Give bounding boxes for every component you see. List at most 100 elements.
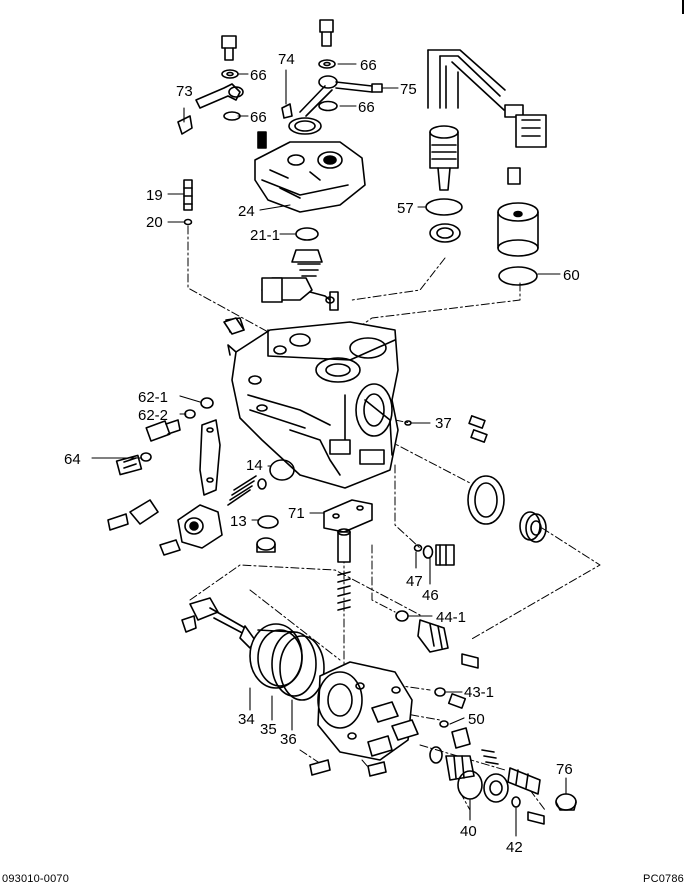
washer-47 xyxy=(413,544,423,552)
oring-21-1 xyxy=(295,227,319,241)
governor-cover-24 xyxy=(254,141,366,213)
oring-46 xyxy=(422,545,434,559)
washer-left-bottom xyxy=(429,746,443,764)
footer-page-code: PC0786 xyxy=(643,873,684,885)
washer-13 xyxy=(257,515,279,529)
cap-76 xyxy=(555,793,577,811)
callout-42: 42 xyxy=(506,839,523,856)
bolt-bottom-left xyxy=(309,759,331,776)
plug-bottom-left xyxy=(256,537,276,553)
oring-62-1 xyxy=(200,397,214,409)
callout-19: 19 xyxy=(146,187,163,204)
plate-71 xyxy=(323,499,373,533)
bolt-valve-44 xyxy=(461,653,479,669)
fitting-62 xyxy=(145,419,181,442)
lever-left xyxy=(107,499,159,531)
ring-20 xyxy=(183,218,193,226)
sensor-64 xyxy=(115,454,143,476)
spring-plunger xyxy=(337,571,351,611)
callout-44-1: 44-1 xyxy=(436,609,466,626)
bolt-bottom-mid xyxy=(367,761,387,777)
cylinder-60 xyxy=(497,167,539,257)
callout-13: 13 xyxy=(230,513,247,530)
oring-57 xyxy=(425,198,463,216)
washer-66b xyxy=(318,59,336,69)
bracket-left xyxy=(199,419,221,496)
washer-solenoid xyxy=(429,223,461,243)
bolt-top-left xyxy=(221,35,237,61)
gear-34 xyxy=(249,623,303,689)
washer-66d xyxy=(318,100,338,112)
pump-housing xyxy=(225,317,399,489)
pin-19 xyxy=(183,179,193,211)
small-ring-37 xyxy=(404,420,412,426)
ring-35 xyxy=(271,631,317,697)
callout-60: 60 xyxy=(563,267,580,284)
fitting-right xyxy=(507,767,541,795)
fitting-50 xyxy=(451,727,471,749)
nut-40 xyxy=(483,773,509,803)
callout-73: 73 xyxy=(176,83,193,100)
callout-43-1: 43-1 xyxy=(464,684,494,701)
leader-lines xyxy=(91,63,567,837)
clip-73 xyxy=(177,115,193,135)
callout-50: 50 xyxy=(468,711,485,728)
callout-76: 76 xyxy=(556,761,573,778)
spring-13 xyxy=(227,475,267,506)
bolt-small-center xyxy=(329,291,339,311)
callout-64: 64 xyxy=(64,451,81,468)
keys-right xyxy=(468,415,488,443)
valve-40-assy xyxy=(445,755,475,781)
callout-34: 34 xyxy=(238,711,255,728)
oring-14 xyxy=(269,459,295,481)
callout-20: 20 xyxy=(146,214,163,231)
ring-36 xyxy=(279,635,325,701)
seal-ring-top xyxy=(288,117,322,135)
callout-74: 74 xyxy=(278,51,295,68)
callout-57: 57 xyxy=(397,200,414,217)
callout-66b: 66 xyxy=(360,57,377,74)
screw-bottom-right xyxy=(527,811,545,825)
callout-37: 37 xyxy=(435,415,452,432)
footer-drawing-code: 093010-0070 xyxy=(2,873,70,885)
gasket-large-right xyxy=(467,475,505,525)
callout-35: 35 xyxy=(260,721,277,738)
callout-40: 40 xyxy=(460,823,477,840)
fitting-43 xyxy=(447,693,467,709)
distributor-head xyxy=(317,661,419,761)
oring-43-1 xyxy=(434,687,446,697)
oring-64 xyxy=(140,452,152,462)
callout-75: 75 xyxy=(400,81,417,98)
callout-66a: 66 xyxy=(250,67,267,84)
callout-47: 47 xyxy=(406,573,423,590)
oring-44-1 xyxy=(395,610,409,622)
callout-46: 46 xyxy=(422,587,439,604)
spring-right-small xyxy=(481,749,499,765)
washer-66a xyxy=(221,69,239,79)
plunger-pin xyxy=(337,528,351,563)
valve-46 xyxy=(435,544,455,566)
drive-shaft xyxy=(181,597,256,649)
ring-50 xyxy=(439,720,449,728)
assembly-guide-lines xyxy=(187,225,601,811)
oring-40 xyxy=(457,770,483,800)
clip-74 xyxy=(281,103,293,119)
callout-66d: 66 xyxy=(358,99,375,116)
small-bolt-cover xyxy=(257,131,267,149)
valve-44 xyxy=(417,619,449,653)
callout-21-1: 21-1 xyxy=(250,227,280,244)
bolt-top-mid xyxy=(319,19,334,47)
cap-assy xyxy=(177,504,223,549)
banjo-fitting-73 xyxy=(195,83,244,109)
key-tab-top xyxy=(223,317,245,335)
callout-62-2: 62-2 xyxy=(138,407,168,424)
oring-60 xyxy=(498,266,538,286)
corner-mark xyxy=(682,0,684,14)
callout-62-1: 62-1 xyxy=(138,389,168,406)
bolt-lever xyxy=(159,539,181,556)
callout-labels: 73 74 66 66 66 66 75 19 20 24 21-1 57 60… xyxy=(64,51,580,856)
washer-42 xyxy=(511,796,521,808)
fuel-cut-solenoid xyxy=(427,49,547,191)
callout-36: 36 xyxy=(280,731,297,748)
